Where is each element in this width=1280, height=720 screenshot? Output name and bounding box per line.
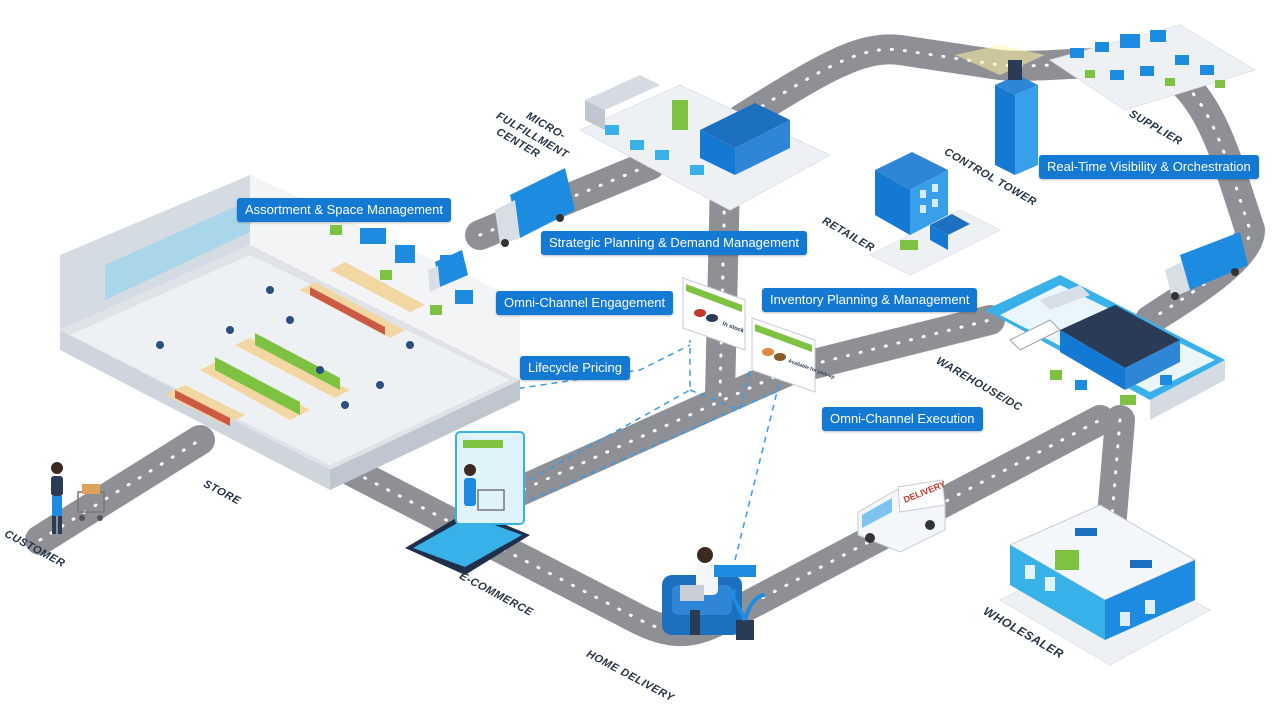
delivery-van: DELIVERY (857, 479, 947, 553)
label-omni-engagement: Omni-Channel Engagement (496, 291, 674, 315)
customer-figure (51, 462, 105, 534)
wholesaler-building (998, 504, 1212, 666)
control-tower (955, 45, 1045, 175)
in-stock-sign: In stock (682, 277, 746, 351)
retailer-building (868, 152, 1002, 276)
truck-left (495, 168, 575, 247)
label-realtime-visibility: Real-Time Visibility & Orchestration (1039, 155, 1259, 179)
truck-right (1165, 232, 1248, 300)
truck-store (428, 250, 468, 292)
label-strategic-planning: Strategic Planning & Demand Management (541, 231, 808, 255)
label-assortment-space: Assortment & Space Management (237, 198, 451, 222)
warehouse-dc (985, 275, 1225, 420)
label-inventory-planning: Inventory Planning & Management (762, 288, 978, 312)
supplier-facility (1048, 24, 1257, 111)
ecommerce-tablet (405, 431, 530, 575)
store-building (60, 175, 520, 490)
home-delivery-scene (662, 547, 766, 640)
label-omni-execution: Omni-Channel Execution (822, 407, 983, 431)
micro-fulfillment-center (578, 75, 832, 211)
label-lifecycle-pricing: Lifecycle Pricing (520, 356, 630, 380)
